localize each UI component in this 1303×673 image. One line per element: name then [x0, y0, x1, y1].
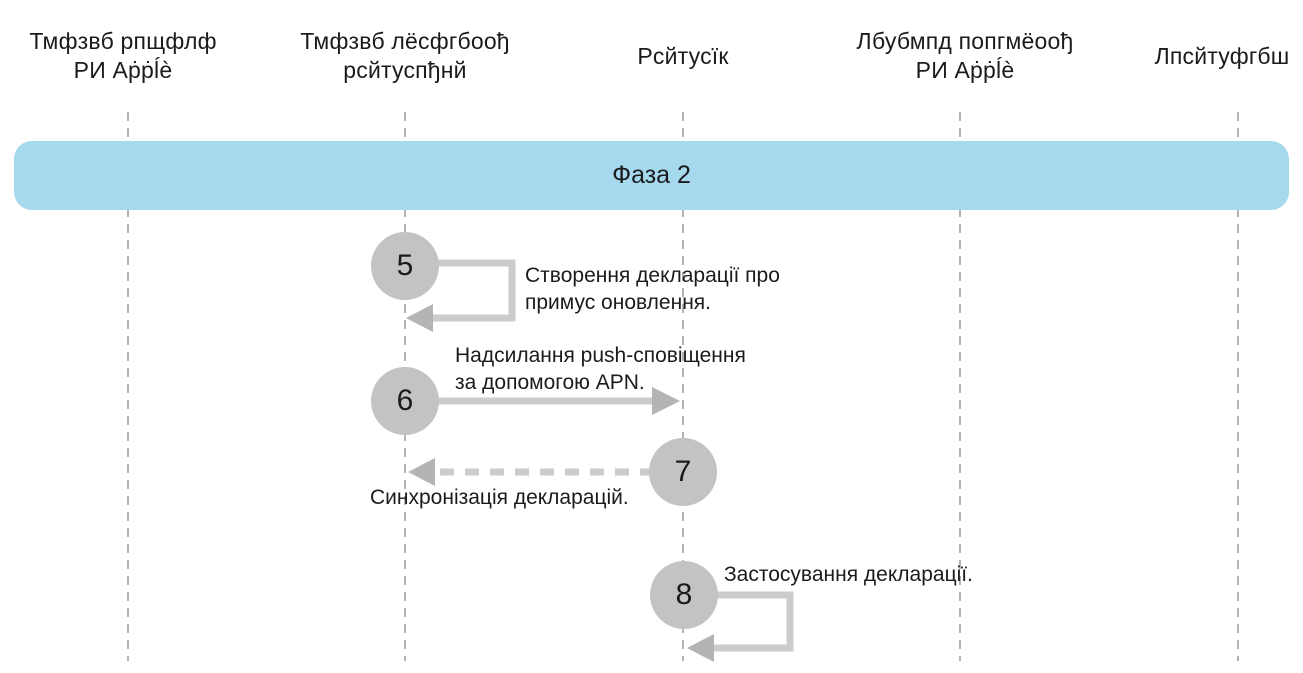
actor-label-line: РИ Аṗṗĺè	[915, 57, 1015, 83]
phase-band: Фаза 2	[14, 141, 1289, 210]
step-5-self-loop-arrow	[424, 259, 516, 322]
step-5-circle: 5	[371, 232, 439, 300]
step-8-number: 8	[675, 578, 693, 611]
actor-label-line: рсйтуспђнй	[343, 57, 467, 83]
actor-label-line: Лбубмпд попгмёоођ	[856, 28, 1074, 54]
step-6-label-line-2: за допомогою APN.	[455, 371, 645, 394]
step-8-circle: 8	[650, 561, 718, 629]
step-8-arrowhead	[687, 634, 714, 662]
step-6-circle: 6	[371, 367, 439, 435]
step-8-self-loop-arrow	[710, 591, 794, 652]
step-7-circle: 7	[649, 438, 717, 506]
actor-header-apple-software-lookup: Тмфзвб рпщфлф РИ Аṗṗĺè	[0, 24, 283, 88]
step-5-number: 5	[396, 249, 414, 282]
step-8-label: Застосування декларації.	[724, 561, 973, 588]
step-6-label-line-1: Надсилання push-сповіщення	[455, 344, 746, 367]
step-5-arrowhead	[406, 304, 433, 332]
phase-band-label: Фаза 2	[612, 161, 691, 189]
actor-header-device: Рсйтусїк	[523, 24, 843, 88]
actor-label-line: Тмфзвб рпщфлф	[29, 28, 217, 54]
step-7-label: Синхронізація декларацій.	[370, 484, 629, 511]
actor-label-line: Рсйтусїк	[637, 42, 729, 69]
step-5-label-line-2: примус оновлення.	[525, 291, 712, 314]
actor-label-line: Тмфзвб лёсфгбоођ	[300, 28, 510, 54]
step-7-label-line-1: Синхронізація декларацій.	[370, 486, 629, 509]
step-5-label: Створення декларації про примус оновленн…	[525, 262, 780, 316]
step-5-label-line-1: Створення декларації про	[525, 264, 780, 287]
actor-header-mdm-service: Тмфзвб лёсфгбоођ рсйтуспђнй	[245, 24, 565, 88]
step-6-number: 6	[396, 384, 414, 417]
step-6-arrowhead	[652, 387, 680, 415]
step-7-arrowhead	[408, 458, 435, 486]
step-6-label: Надсилання push-сповіщення за допомогою …	[455, 342, 746, 396]
actor-label-line: Лпсйтуфгбш	[1154, 42, 1290, 69]
actor-header-user: Лпсйтуфгбш	[1062, 24, 1303, 88]
step-7-number: 7	[674, 455, 692, 488]
actor-label-line: РИ Аṗṗĺè	[73, 57, 173, 83]
step-8-label-line-1: Застосування декларації.	[724, 563, 973, 586]
actor-header-software-update-catalog: Лбубмпд попгмёоођ РИ Аṗṗĺè	[805, 24, 1125, 88]
